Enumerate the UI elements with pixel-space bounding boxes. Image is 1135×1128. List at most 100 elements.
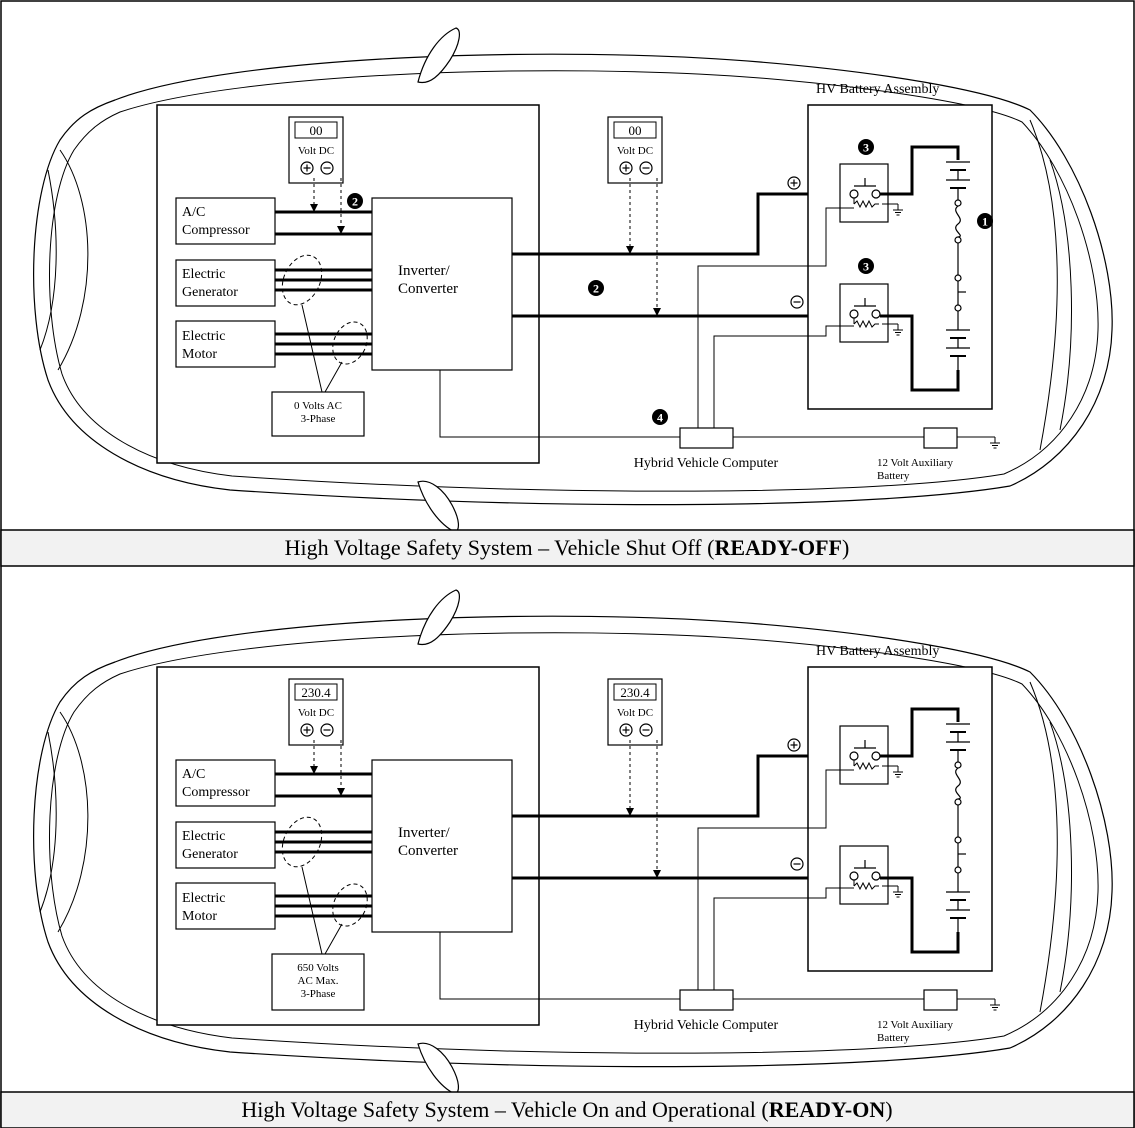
phase-voltage-callout-text-line-0: 650 Volts (297, 962, 338, 974)
system-main-relay-negative-resistor (853, 881, 879, 891)
marker-relay-lower (858, 258, 874, 274)
system-main-relay-negative-ground-icon (893, 886, 903, 898)
car-body-inner-outline (49, 70, 1099, 492)
hybrid-vehicle-computer-box (679, 427, 734, 449)
probe-right-positive-head (626, 246, 634, 254)
generator-phase-highlight (281, 816, 323, 868)
caption-prefix: High Voltage Safety System – Vehicle Shu… (285, 535, 715, 560)
mirror-bottom-icon (417, 1042, 459, 1095)
aux-ground-icon (990, 437, 1000, 449)
motor-phase-highlight (332, 883, 368, 927)
marker-cable-upper (347, 193, 363, 209)
system-main-relay-negative-ground-icon (893, 324, 903, 336)
mirror-top-icon (417, 27, 460, 84)
car-body-outline (33, 53, 1113, 506)
caption-text: High Voltage Safety System – Vehicle Shu… (285, 535, 850, 560)
electric-generator-label-line-0: Electric (182, 829, 226, 844)
inverter-control-wire (439, 370, 680, 438)
system-main-relay-positive-resistor (853, 199, 879, 209)
voltmeter-right-plus-icon (619, 723, 633, 737)
rear-trim-line (1049, 159, 1072, 431)
caption-state: READY-OFF (714, 535, 842, 560)
inverter-control-wire (439, 932, 680, 1000)
mirror-bottom-icon (417, 480, 459, 533)
hv-battery-stack (880, 707, 970, 954)
relay-control-wire-negative (713, 887, 854, 990)
voltmeter-left-minus-icon (320, 723, 334, 737)
phase-voltage-callout-text-line-1: AC Max. (298, 975, 339, 987)
front-bumper-line (57, 711, 89, 933)
probe-left-negative-head (337, 226, 345, 234)
hv-positive-terminal-icon (787, 176, 801, 190)
phase-voltage-callout-text-line-1: 3-Phase (301, 413, 336, 425)
voltmeter-left-value: 00 (310, 123, 323, 138)
voltmeter-right-minus-icon (639, 723, 653, 737)
electric-generator-label-line-0: Electric (182, 267, 226, 282)
hv-positive-terminal-icon (787, 738, 801, 752)
ac-compressor-label-line-1: Compressor (182, 785, 250, 800)
inverter-converter-box: Inverter/Converter (371, 759, 513, 933)
generator-phase-highlight (281, 254, 323, 306)
hv-battery-label: HV Battery Assembly (816, 82, 939, 97)
voltmeter-right-value: 230.4 (620, 685, 650, 700)
hybrid-vehicle-computer-box (679, 989, 734, 1011)
relay-control-wire-negative (713, 325, 854, 428)
probe-left-positive-head (310, 204, 318, 212)
caption-suffix: ) (842, 535, 849, 560)
marker-relay-upper (858, 139, 874, 155)
voltmeter-left-unit: Volt DC (298, 707, 334, 719)
rear-trim-line (1049, 721, 1072, 993)
hv-battery-enclosure (807, 104, 993, 410)
inverter-converter-label-line-1: Converter (398, 843, 458, 859)
hv-battery-stack (880, 145, 970, 392)
voltmeter-left-plus-icon (300, 161, 314, 175)
inverter-converter-box: Inverter/Converter (371, 197, 513, 371)
ac-compressor-label-line-1: Compressor (182, 223, 250, 238)
voltmeter-left-unit: Volt DC (298, 145, 334, 157)
marker-cable-lower-number: 2 (593, 282, 599, 296)
relay-control-wire-positive (697, 769, 854, 990)
phase-voltage-callout-text-line-2: 3-Phase (301, 988, 336, 1000)
hv-negative-terminal-icon (790, 857, 804, 871)
system-main-relay-negative-resistor (853, 319, 879, 329)
hv-battery-enclosure (807, 666, 993, 972)
probe-left-negative-head (337, 788, 345, 796)
car-body-outline (33, 615, 1113, 1068)
voltmeter-right-minus-icon (639, 161, 653, 175)
aux-battery-label-line-1: Battery (877, 470, 910, 482)
system-main-relay-negative (839, 283, 903, 343)
probe-left-positive-head (310, 766, 318, 774)
aux-battery-label-line-1: Battery (877, 1032, 910, 1044)
ac-compressor-label-line-0: A/C (182, 767, 205, 782)
marker-fuse-number: 1 (982, 215, 988, 229)
electric-motor-label-line-1: Motor (182, 909, 217, 924)
car-body-inner-outline (49, 632, 1099, 1054)
caption-bar (0, 529, 1135, 567)
hybrid-vehicle-computer-label: Hybrid Vehicle Computer (634, 1018, 779, 1033)
voltmeter-right-unit: Volt DC (617, 145, 653, 157)
rear-bumper-line (1029, 119, 1058, 451)
aux-battery-box (923, 427, 958, 449)
marker-relay-upper-number: 3 (863, 141, 869, 155)
electric-motor-label-line-0: Electric (182, 329, 226, 344)
caption-bar (0, 1091, 1135, 1128)
caption-state: READY-ON (769, 1097, 886, 1122)
inverter-converter-label-line-1: Converter (398, 281, 458, 297)
service-plug-fuse (955, 767, 961, 800)
probe-right-positive-head (626, 808, 634, 816)
electric-motor-label-line-1: Motor (182, 347, 217, 362)
probe-right-negative-head (653, 308, 661, 316)
panel-ready-on: A/CCompressorElectricGeneratorElectricMo… (0, 589, 1135, 1128)
mirror-top-icon (417, 589, 460, 646)
aux-ground-icon (990, 999, 1000, 1011)
front-bumper-line (57, 149, 89, 371)
panel-ready-off: A/CCompressorElectricGeneratorElectricMo… (0, 27, 1135, 567)
system-main-relay-positive-ground-icon (893, 766, 903, 778)
aux-battery-label-line-0: 12 Volt Auxiliary (877, 1019, 953, 1031)
